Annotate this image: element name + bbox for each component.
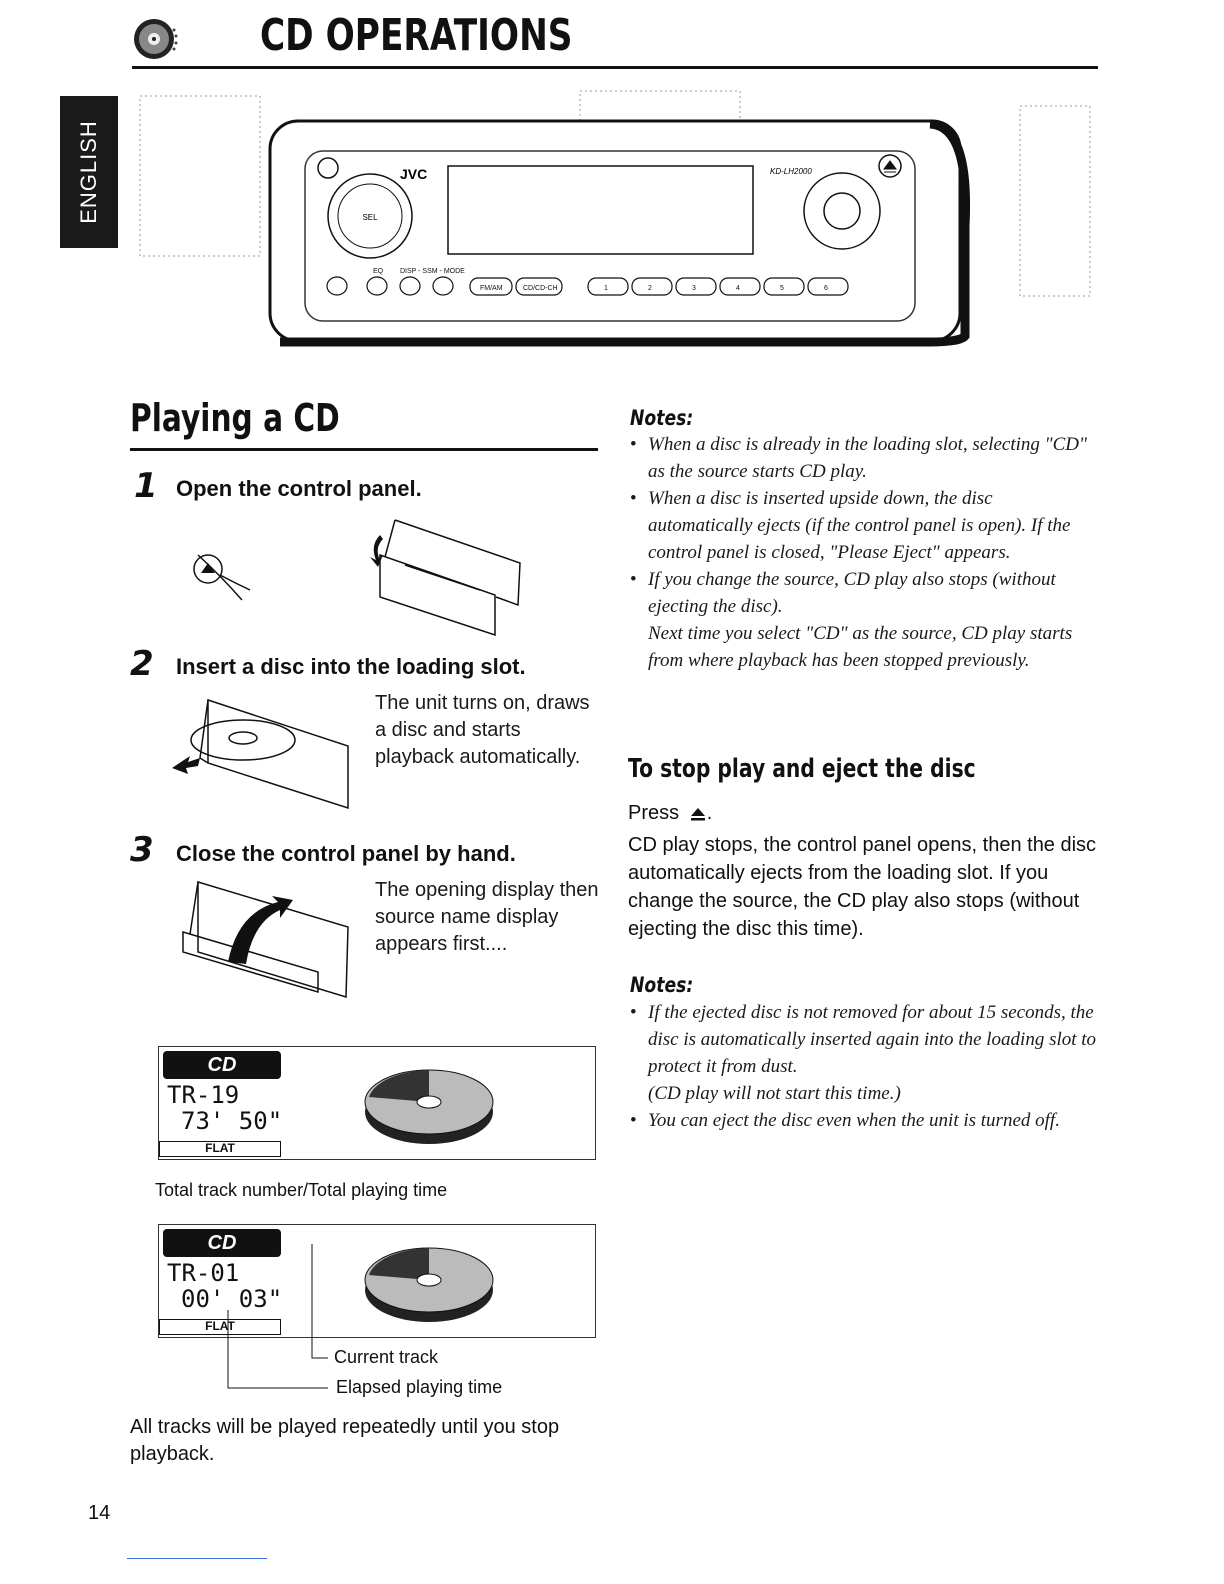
preset-2-label: 2 (648, 285, 652, 292)
cd-icon (134, 19, 178, 59)
step-2-description: The unit turns on, draws a disc and star… (375, 692, 590, 768)
brand-label: JVC (400, 166, 427, 182)
caption-leader-lines (227, 1244, 328, 1389)
current-track-readout: TR-01 (167, 1259, 240, 1287)
stop-eject-heading: To stop play and eject the disc (628, 754, 976, 784)
note-item: When a disc is inserted upside down, the… (628, 485, 1098, 566)
language-tab-label: ENGLISH (76, 120, 101, 224)
footer-rule (127, 1558, 267, 1559)
elapsed-time-readout: 00' 03" (181, 1285, 283, 1313)
note-item: If you change the source, CD play also s… (628, 566, 1098, 674)
source-indicator: CD (163, 1051, 281, 1079)
step-1-title: Open the control panel. (176, 476, 422, 501)
cdch-button-label: CD/CD-CH (523, 285, 558, 292)
sel-knob-label: SEL (362, 213, 378, 222)
disp-button-label: DISP - SSM - MODE (400, 268, 465, 275)
preset-4-label: 4 (736, 285, 740, 292)
open-panel-illustration (193, 519, 521, 637)
section-heading: Playing a CD (130, 396, 340, 440)
eq-indicator: FLAT (159, 1141, 281, 1157)
note-item-continuation: Next time you select "CD" as the source,… (648, 623, 1073, 671)
note-item: When a disc is already in the loading sl… (628, 431, 1098, 485)
total-time-readout: 73' 50" (181, 1107, 283, 1135)
eq-indicator: FLAT (159, 1319, 281, 1335)
total-track-readout: TR-19 (167, 1081, 240, 1109)
disc-icon (364, 1069, 494, 1144)
note-item: If the ejected disc is not removed for a… (628, 999, 1098, 1107)
preset-5-label: 5 (780, 285, 784, 292)
total-caption: Total track number/Total playing time (155, 1180, 448, 1200)
note-item-text: If you change the source, CD play also s… (648, 569, 1056, 617)
step-3-number: 3 (130, 830, 154, 870)
current-track-caption: Current track (334, 1347, 439, 1367)
notes-list: When a disc is already in the loading sl… (628, 431, 1098, 674)
note-item: You can eject the disc even when the uni… (628, 1107, 1098, 1134)
note-item-continuation: (CD play will not start this time.) (648, 1083, 901, 1104)
eject-icon (690, 807, 705, 821)
notes-heading: Notes: (630, 973, 694, 997)
control-panel-illustration: SEL JVC KD-LH2000 EQ DISP - SSM - MODE F… (139, 90, 1091, 347)
press-label: Press (628, 802, 680, 824)
close-panel-illustration (182, 880, 349, 999)
step-2-number: 2 (130, 644, 154, 684)
step-1-number: 1 (134, 466, 158, 506)
elapsed-time-caption: Elapsed playing time (336, 1377, 503, 1397)
fmam-button-label: FM/AM (480, 285, 503, 292)
section-rule (130, 448, 598, 451)
disc-icon (364, 1247, 494, 1322)
lcd-display-total: CD TR-19 73' 50" FLAT (158, 1046, 596, 1160)
step-3-title: Close the control panel by hand. (176, 841, 516, 866)
preset-1-label: 1 (604, 285, 608, 292)
language-tab: ENGLISH (60, 96, 118, 248)
page-title: CD OPERATIONS (260, 10, 573, 61)
stop-eject-description: CD play stops, the control panel opens, … (628, 834, 1097, 940)
step-3-description: The opening display then source name dis… (375, 879, 599, 955)
notes-heading: Notes: (630, 406, 694, 430)
notes-list: If the ejected disc is not removed for a… (628, 999, 1098, 1134)
preset-6-label: 6 (824, 285, 828, 292)
eq-button-label: EQ (373, 268, 384, 275)
source-indicator: CD (163, 1229, 281, 1257)
press-instruction: Press . (628, 802, 713, 824)
preset-3-label: 3 (692, 285, 696, 292)
step-2-title: Insert a disc into the loading slot. (176, 654, 526, 679)
lcd-display-current: CD TR-01 00' 03" FLAT (158, 1224, 596, 1338)
model-label: KD-LH2000 (770, 167, 812, 176)
page-number: 14 (88, 1502, 111, 1524)
insert-disc-illustration (172, 698, 349, 810)
repeat-playback-note: All tracks will be played repeatedly unt… (130, 1416, 560, 1465)
title-rule (132, 66, 1098, 69)
note-item-text: If the ejected disc is not removed for a… (648, 1002, 1097, 1077)
